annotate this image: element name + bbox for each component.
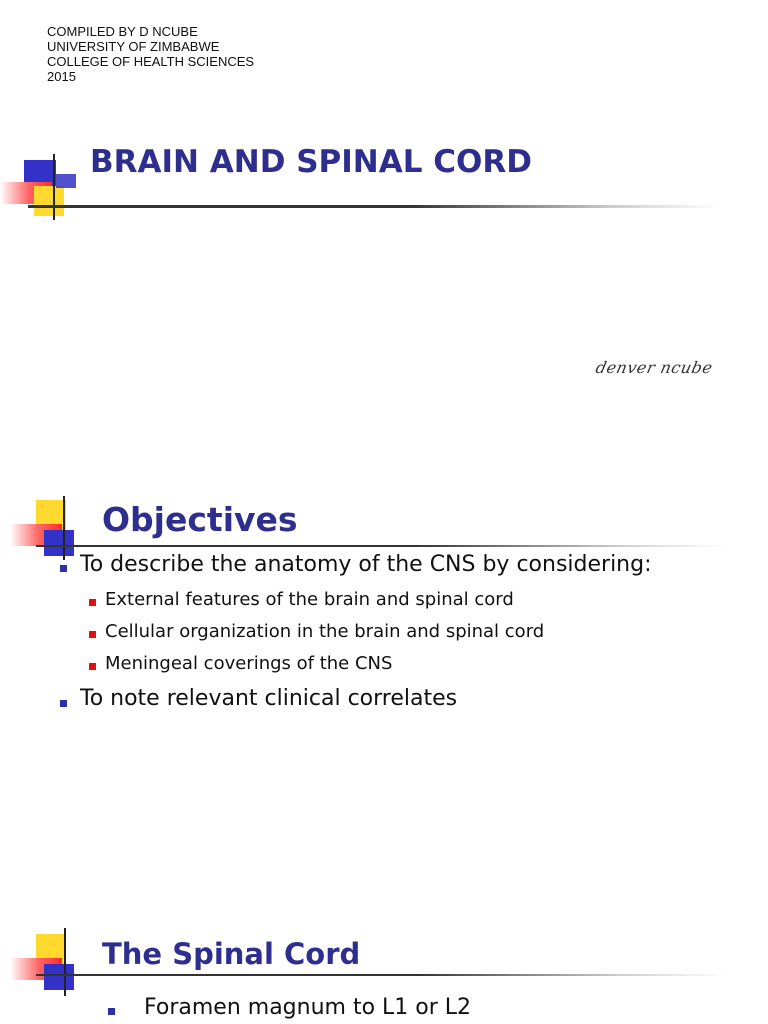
objective-sub-bullet: External features of the brain and spina…: [105, 589, 514, 610]
sub-bullet-marker: [89, 663, 96, 670]
author-signature: denver ncube: [593, 358, 715, 377]
bullet-marker: [108, 1008, 115, 1015]
slide1-title-marker: [0, 150, 120, 225]
slide3-title: The Spinal Cord: [102, 937, 361, 971]
slide3-title-marker: [0, 928, 110, 998]
sub-bullet-marker: [89, 631, 96, 638]
objective-bullet: To describe the anatomy of the CNS by co…: [80, 552, 652, 577]
objective-sub-bullet: Cellular organization in the brain and s…: [105, 621, 545, 642]
objective-sub-bullet: Meningeal coverings of the CNS: [105, 653, 393, 674]
credit-line: COMPILED BY D NCUBE: [47, 24, 198, 39]
bullet-marker: [60, 700, 67, 707]
spinal-cord-bullet: Foramen magnum to L1 or L2: [144, 995, 472, 1020]
bullet-marker: [60, 565, 67, 572]
slide2-title-rule: [36, 545, 726, 547]
slide2-title: Objectives: [102, 500, 298, 539]
slide1-title-rule: [28, 205, 720, 208]
objective-bullet: To note relevant clinical correlates: [80, 686, 458, 711]
credit-line: 2015: [47, 69, 76, 84]
slide1-title: BRAIN AND SPINAL CORD: [90, 144, 532, 180]
credits-block: COMPILED BY D NCUBE UNIVERSITY OF ZIMBAB…: [47, 24, 254, 84]
credit-line: COLLEGE OF HEALTH SCIENCES: [47, 54, 255, 69]
sub-bullet-marker: [89, 599, 96, 606]
credit-line: UNIVERSITY OF ZIMBABWE: [47, 39, 220, 54]
slide2-title-marker: [0, 494, 110, 564]
slide3-title-rule: [36, 974, 726, 976]
